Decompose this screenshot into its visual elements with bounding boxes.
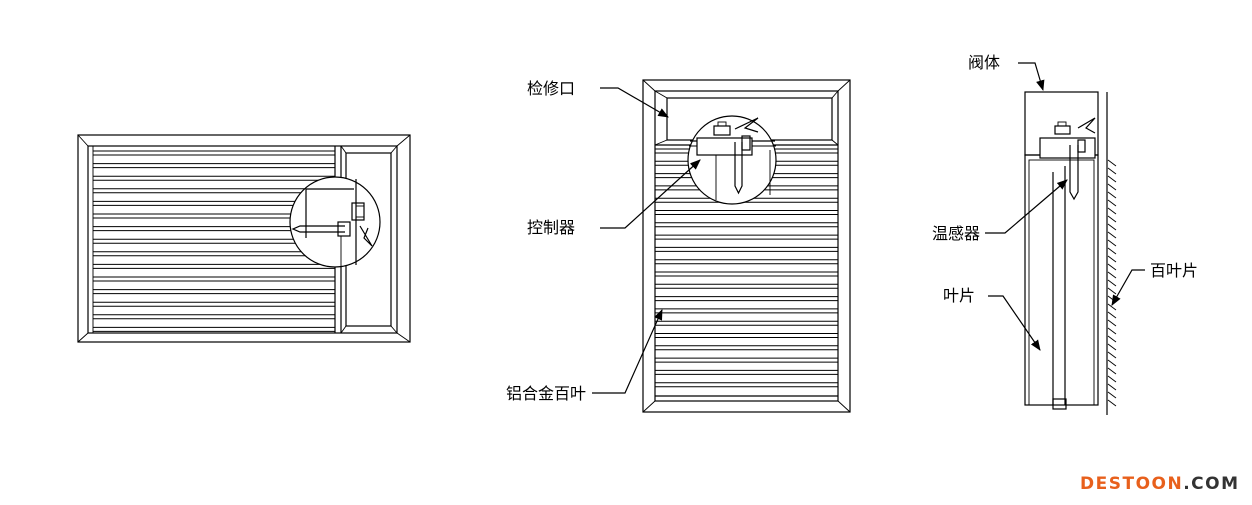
middle-inner-frame bbox=[654, 90, 839, 402]
label-louver-blade: 百叶片 bbox=[1150, 261, 1198, 280]
label-inspection-port: 检修口 bbox=[527, 79, 575, 98]
hatch-stroke bbox=[1107, 319, 1117, 327]
hatch-stroke bbox=[1107, 279, 1117, 287]
hatch-stroke bbox=[1107, 271, 1117, 279]
middle-outer-frame bbox=[642, 79, 851, 413]
horizontal-louver-view bbox=[77, 134, 411, 343]
vertical-louver-view bbox=[642, 79, 851, 413]
watermark-brand: DESTOON bbox=[1080, 474, 1183, 494]
hatch-stroke bbox=[1107, 359, 1117, 367]
hatch-stroke bbox=[1107, 303, 1117, 311]
label-aluminum-louver: 铝合金百叶 bbox=[506, 384, 586, 403]
temperature-sensor-rod bbox=[1069, 145, 1079, 201]
hatch-stroke bbox=[1107, 215, 1117, 223]
section-body bbox=[1024, 154, 1099, 406]
hatch-stroke bbox=[1107, 343, 1117, 351]
controller-block bbox=[1039, 137, 1096, 159]
spring-icon bbox=[359, 225, 373, 247]
side-section-view bbox=[1024, 91, 1117, 415]
hatch-stroke bbox=[1107, 191, 1117, 199]
controller-block bbox=[696, 137, 753, 156]
annotations: 检修口 控制器 铝合金百叶 阀体 温感器 叶片 百叶片 bbox=[506, 53, 1198, 403]
middle-frame-miters bbox=[642, 79, 851, 413]
hatch-stroke bbox=[1107, 399, 1117, 407]
blade-section bbox=[1052, 166, 1067, 410]
left-outer-frame bbox=[77, 134, 411, 343]
leader-inspection-port bbox=[600, 87, 669, 118]
label-controller: 控制器 bbox=[527, 218, 575, 237]
watermark-logo: DESTOON.COM bbox=[1080, 474, 1240, 494]
label-temperature-sensor: 温感器 bbox=[932, 224, 980, 243]
hatch-stroke bbox=[1107, 335, 1117, 343]
label-blade: 叶片 bbox=[943, 286, 975, 305]
hatch-stroke bbox=[1107, 255, 1117, 263]
hatch-stroke bbox=[1107, 311, 1117, 319]
leader-blade bbox=[988, 295, 1041, 351]
hatch-stroke bbox=[1107, 183, 1117, 191]
hatch-stroke bbox=[1107, 383, 1117, 391]
middle-detail-circle bbox=[687, 115, 777, 205]
hatch-stroke bbox=[1107, 167, 1117, 175]
hatch-stroke bbox=[1107, 327, 1117, 335]
left-detail-circle bbox=[289, 176, 381, 268]
watermark-suffix: .COM bbox=[1183, 474, 1239, 494]
leader-temperature-sensor bbox=[985, 179, 1068, 234]
leader-aluminum-louver bbox=[592, 309, 663, 394]
section-inner bbox=[1028, 159, 1095, 406]
wall-hatching bbox=[1107, 159, 1117, 407]
spring-icon bbox=[734, 117, 759, 133]
hatch-stroke bbox=[1107, 391, 1117, 399]
hatch-stroke bbox=[1107, 231, 1117, 239]
hatch-stroke bbox=[1107, 367, 1117, 375]
hatch-stroke bbox=[1107, 175, 1117, 183]
hatch-stroke bbox=[1107, 247, 1117, 255]
hatch-stroke bbox=[1107, 207, 1117, 215]
hatch-stroke bbox=[1107, 199, 1117, 207]
hatch-stroke bbox=[1107, 239, 1117, 247]
hatch-stroke bbox=[1107, 263, 1117, 271]
left-frame-miters bbox=[77, 134, 411, 343]
left-inner-frame bbox=[87, 145, 398, 334]
hatch-stroke bbox=[1107, 351, 1117, 359]
spring-icon bbox=[1077, 117, 1096, 134]
temperature-sensor-rod bbox=[291, 225, 345, 233]
leader-louver-blade bbox=[1111, 269, 1145, 306]
hatch-stroke bbox=[1107, 375, 1117, 383]
leader-controller bbox=[600, 159, 701, 229]
hatch-stroke bbox=[1107, 159, 1117, 167]
leader-valve-body bbox=[1018, 62, 1045, 92]
hatch-stroke bbox=[1107, 223, 1117, 231]
hatch-stroke bbox=[1107, 287, 1117, 295]
label-valve-body: 阀体 bbox=[968, 53, 1000, 72]
temperature-sensor-rod bbox=[734, 142, 743, 195]
